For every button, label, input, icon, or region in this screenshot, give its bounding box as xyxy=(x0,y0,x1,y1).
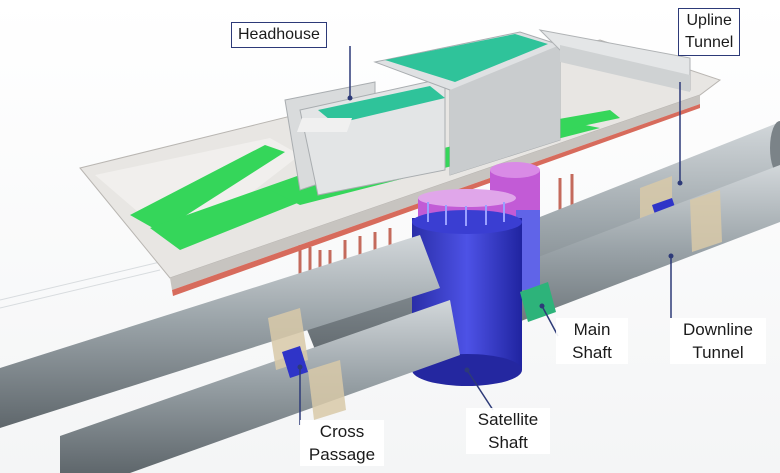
cross-passage-label-line1: Cross xyxy=(319,422,365,441)
satellite-shaft-label-line1: Satellite xyxy=(477,410,539,429)
main-shaft-label-line2: Shaft xyxy=(572,343,612,362)
headhouse-building xyxy=(284,29,691,196)
cross-passage-label: Cross Passage xyxy=(300,420,384,466)
cross-passage-left-model xyxy=(282,346,308,378)
upline-tunnel-label: Upline Tunnel xyxy=(678,8,741,56)
headhouse-label: Headhouse xyxy=(231,22,327,48)
leader-dots xyxy=(297,95,683,373)
main-shaft-link-model xyxy=(520,282,556,322)
downline-tunnel-label-line1: Downline xyxy=(683,320,753,339)
upline-tunnel-label-line1: Upline xyxy=(686,12,732,29)
satellite-shaft-label-line2: Shaft xyxy=(488,433,528,452)
downline-tunnel-label-line2: Tunnel xyxy=(692,343,744,362)
cross-passage-label-line2: Passage xyxy=(308,445,376,464)
ground-lines xyxy=(0,261,161,309)
satellite-shaft-label: Satellite Shaft xyxy=(466,408,550,454)
leader-lines xyxy=(299,46,681,425)
main-shaft-label: Main Shaft xyxy=(556,318,628,364)
downline-tunnel-label: Downline Tunnel xyxy=(670,318,766,364)
upline-tunnel-label-line2: Tunnel xyxy=(685,34,734,51)
main-shaft-label-line1: Main xyxy=(573,320,611,339)
